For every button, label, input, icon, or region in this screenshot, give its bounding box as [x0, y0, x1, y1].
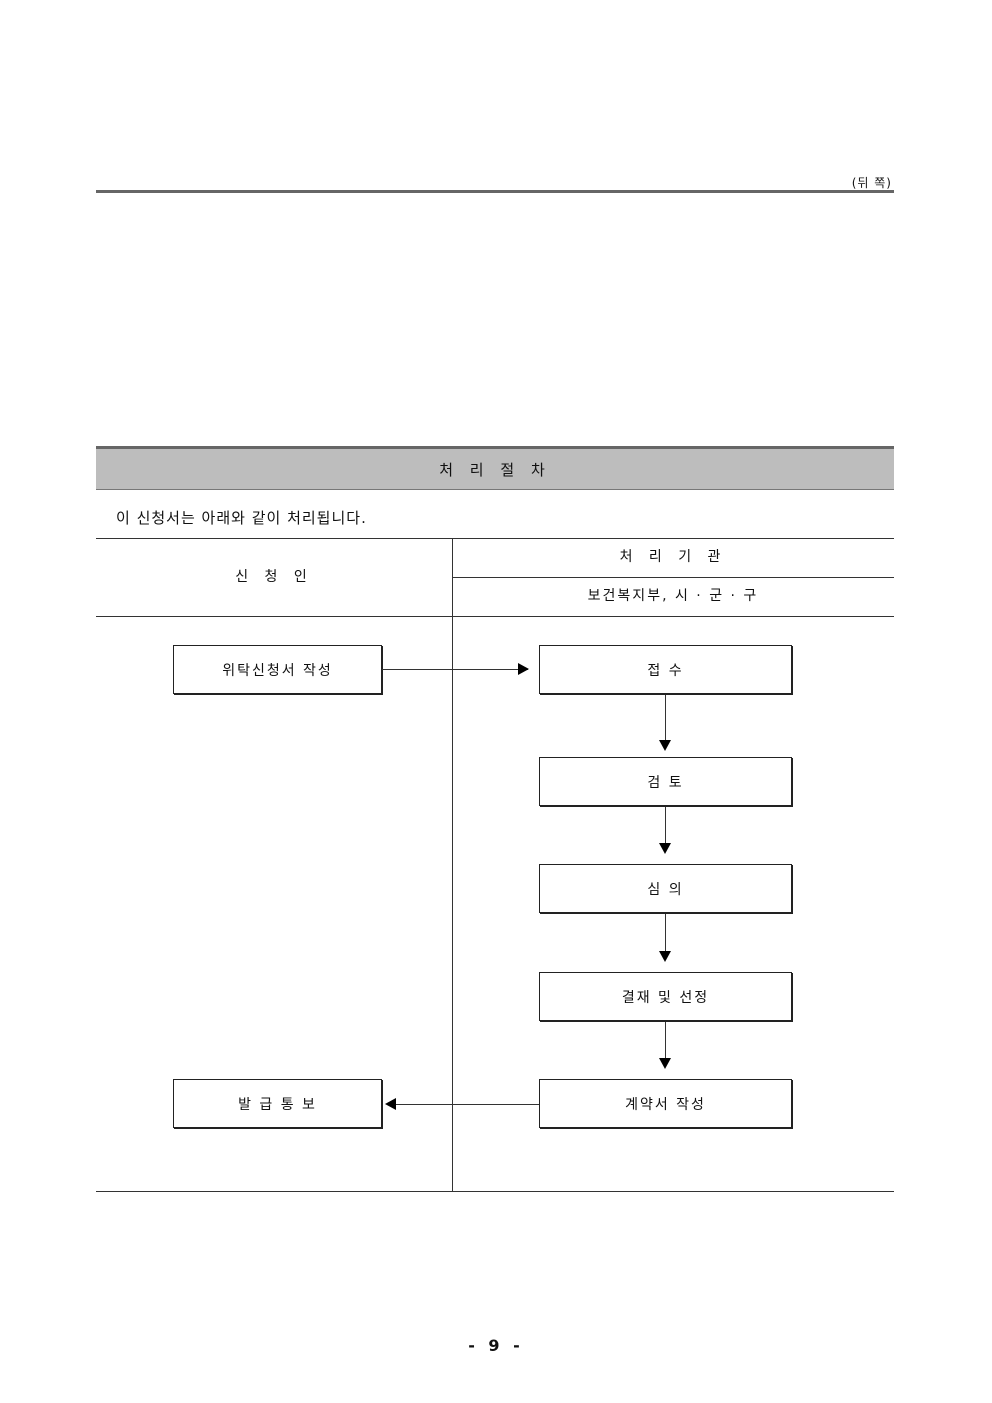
agency-column-header: 처 리 기 관 — [619, 549, 727, 565]
step-approval-selection: 결재 및 선정 — [539, 972, 792, 1021]
step-receipt: 접 수 — [539, 645, 792, 694]
section-title: 처 리 절 차 — [96, 446, 894, 490]
arrow-down-icon — [659, 740, 671, 751]
step-issue-notice: 발 급 통 보 — [173, 1079, 382, 1128]
column-divider — [452, 538, 453, 1192]
page-number: - 9 - — [468, 1336, 524, 1355]
arrow-review-deliberation-line — [665, 807, 666, 843]
arrow-receipt-review-line — [665, 695, 666, 740]
arrow-to-receipt-line — [382, 669, 528, 670]
table-bottom-border — [96, 1191, 894, 1192]
agency-header-divider — [452, 577, 894, 578]
arrow-to-notice-line — [396, 1104, 539, 1105]
step-write-contract: 계약서 작성 — [539, 1079, 792, 1128]
arrow-left-icon — [385, 1098, 396, 1110]
step-deliberation: 심 의 — [539, 864, 792, 913]
table-top-border — [96, 538, 894, 539]
applicant-column-header: 신 청 인 — [235, 569, 313, 585]
step-review: 검 토 — [539, 757, 792, 806]
top-divider — [96, 190, 894, 193]
arrow-down-icon — [659, 1058, 671, 1069]
arrow-deliberation-approval-line — [665, 914, 666, 951]
arrow-right-icon — [518, 663, 529, 675]
arrow-down-icon — [659, 951, 671, 962]
page-side-label: (뒤 쪽) — [851, 176, 892, 190]
arrow-down-icon — [659, 843, 671, 854]
step-write-application: 위탁신청서 작성 — [173, 645, 382, 694]
header-bottom-border — [96, 616, 894, 617]
intro-text: 이 신청서는 아래와 같이 처리됩니다. — [116, 509, 367, 527]
arrow-approval-contract-line — [665, 1022, 666, 1058]
agency-names: 보건복지부, 시 · 군 · 구 — [587, 588, 759, 604]
